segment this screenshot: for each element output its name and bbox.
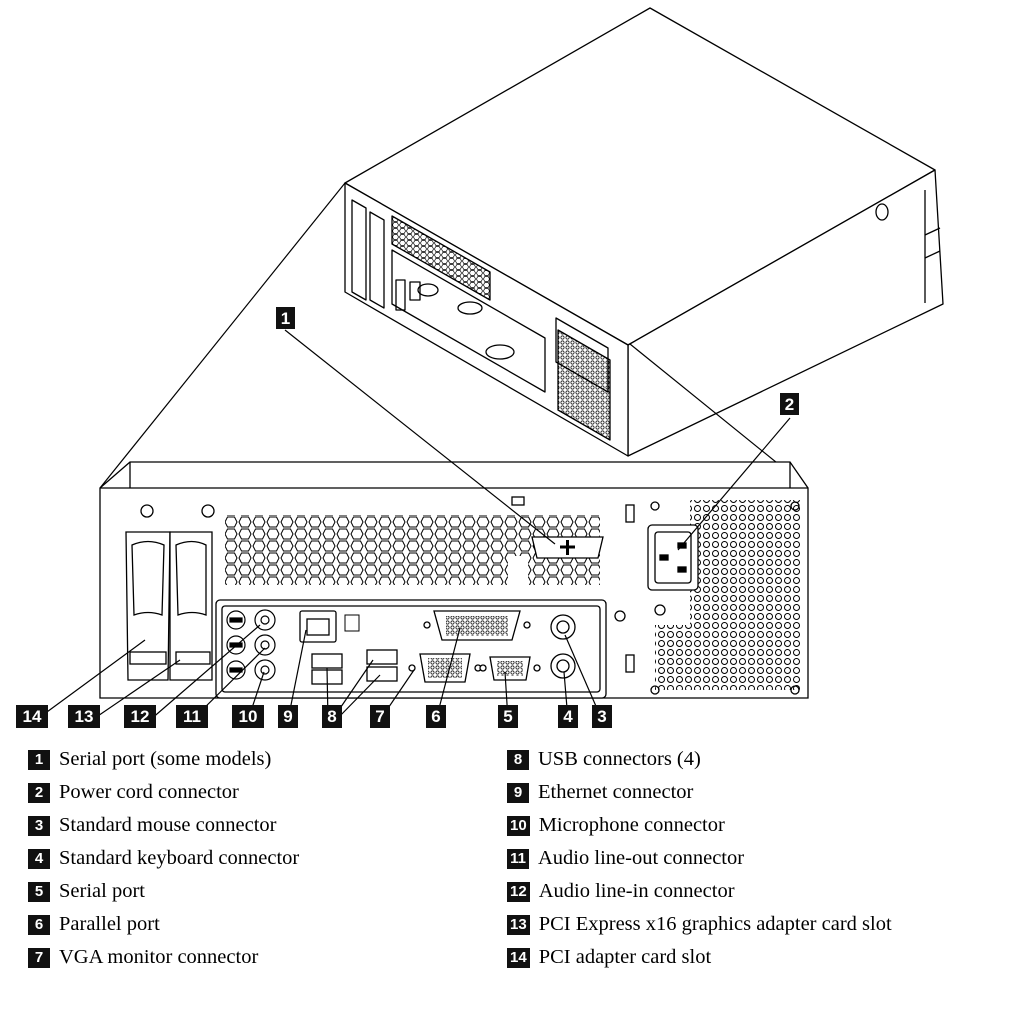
svg-text:8: 8 (327, 707, 336, 726)
svg-text:11: 11 (183, 707, 201, 726)
legend-number: 4 (28, 849, 50, 869)
legend-number: 6 (28, 915, 50, 935)
legend-item-1: 1 Serial port (some models) (28, 743, 468, 776)
legend-item-10: 10 Microphone connector (507, 809, 1007, 842)
svg-text:6: 6 (431, 707, 440, 726)
legend-number: 1 (28, 750, 50, 770)
legend-item-4: 4 Standard keyboard connector (28, 842, 468, 875)
callout-6: 6 (426, 705, 446, 728)
svg-text:3: 3 (597, 707, 606, 726)
callout-4: 4 (558, 705, 578, 728)
svg-text:1: 1 (281, 309, 290, 328)
svg-text:12: 12 (131, 707, 150, 726)
legend-number: 7 (28, 948, 50, 968)
legend-label: Audio line-out connector (538, 847, 744, 870)
legend-label: USB connectors (4) (538, 748, 701, 771)
legend-label: Parallel port (59, 913, 160, 936)
svg-text:14: 14 (23, 707, 42, 726)
legend-item-5: 5 Serial port (28, 875, 468, 908)
legend-number: 10 (507, 816, 530, 836)
legend-number: 2 (28, 783, 50, 803)
callout-8: 8 (322, 705, 342, 728)
legend-label: Audio line-in connector (539, 880, 735, 903)
legend-label: Serial port (59, 880, 145, 903)
callout-9: 9 (278, 705, 298, 728)
legend-label: PCI Express x16 graphics adapter card sl… (539, 913, 892, 936)
legend-number: 3 (28, 816, 50, 836)
legend-item-7: 7 VGA monitor connector (28, 941, 468, 974)
legend-item-11: 11 Audio line-out connector (507, 842, 1007, 875)
callout-1: 1 (276, 307, 295, 329)
legend-label: Ethernet connector (538, 781, 693, 804)
legend-item-3: 3 Standard mouse connector (28, 809, 468, 842)
legend-number: 13 (507, 915, 530, 935)
callout-2: 2 (780, 393, 799, 415)
callout-13: 13 (68, 705, 100, 728)
callout-12: 12 (124, 705, 156, 728)
legend-number: 8 (507, 750, 529, 770)
svg-text:9: 9 (283, 707, 292, 726)
serial-port-optional (532, 537, 603, 558)
callout-14: 14 (16, 705, 48, 728)
legend-label: PCI adapter card slot (539, 946, 712, 969)
legend-item-12: 12 Audio line-in connector (507, 875, 1007, 908)
legend-item-14: 14 PCI adapter card slot (507, 941, 1007, 974)
svg-text:2: 2 (785, 395, 794, 414)
svg-text:5: 5 (503, 707, 512, 726)
legend-item-2: 2 Power cord connector (28, 776, 468, 809)
callout-3: 3 (592, 705, 612, 728)
legend-item-8: 8 USB connectors (4) (507, 743, 1007, 776)
legend-label: Standard mouse connector (59, 814, 276, 837)
callout-5: 5 (498, 705, 518, 728)
legend-label: Microphone connector (539, 814, 725, 837)
legend-left-column: 1 Serial port (some models) 2 Power cord c… (28, 743, 468, 974)
legend-item-9: 9 Ethernet connector (507, 776, 1007, 809)
svg-text:13: 13 (75, 707, 94, 726)
computer-rear-diagram: 1 2 3 4 5 6 7 8 9 10 11 12 13 14 (0, 0, 1024, 740)
legend-number: 14 (507, 948, 530, 968)
svg-text:10: 10 (239, 707, 258, 726)
legend-number: 11 (507, 849, 529, 869)
legend-label: Serial port (some models) (59, 748, 271, 771)
legend-number: 9 (507, 783, 529, 803)
callout-10: 10 (232, 705, 264, 728)
svg-text:4: 4 (563, 707, 573, 726)
legend-label: Power cord connector (59, 781, 239, 804)
callout-7: 7 (370, 705, 390, 728)
legend-item-13: 13 PCI Express x16 graphics adapter card … (507, 908, 1007, 941)
legend-number: 12 (507, 882, 530, 902)
svg-text:7: 7 (375, 707, 384, 726)
legend-label: Standard keyboard connector (59, 847, 299, 870)
callout-11: 11 (176, 705, 208, 728)
legend-item-6: 6 Parallel port (28, 908, 468, 941)
legend-label: VGA monitor connector (59, 946, 258, 969)
legend-number: 5 (28, 882, 50, 902)
